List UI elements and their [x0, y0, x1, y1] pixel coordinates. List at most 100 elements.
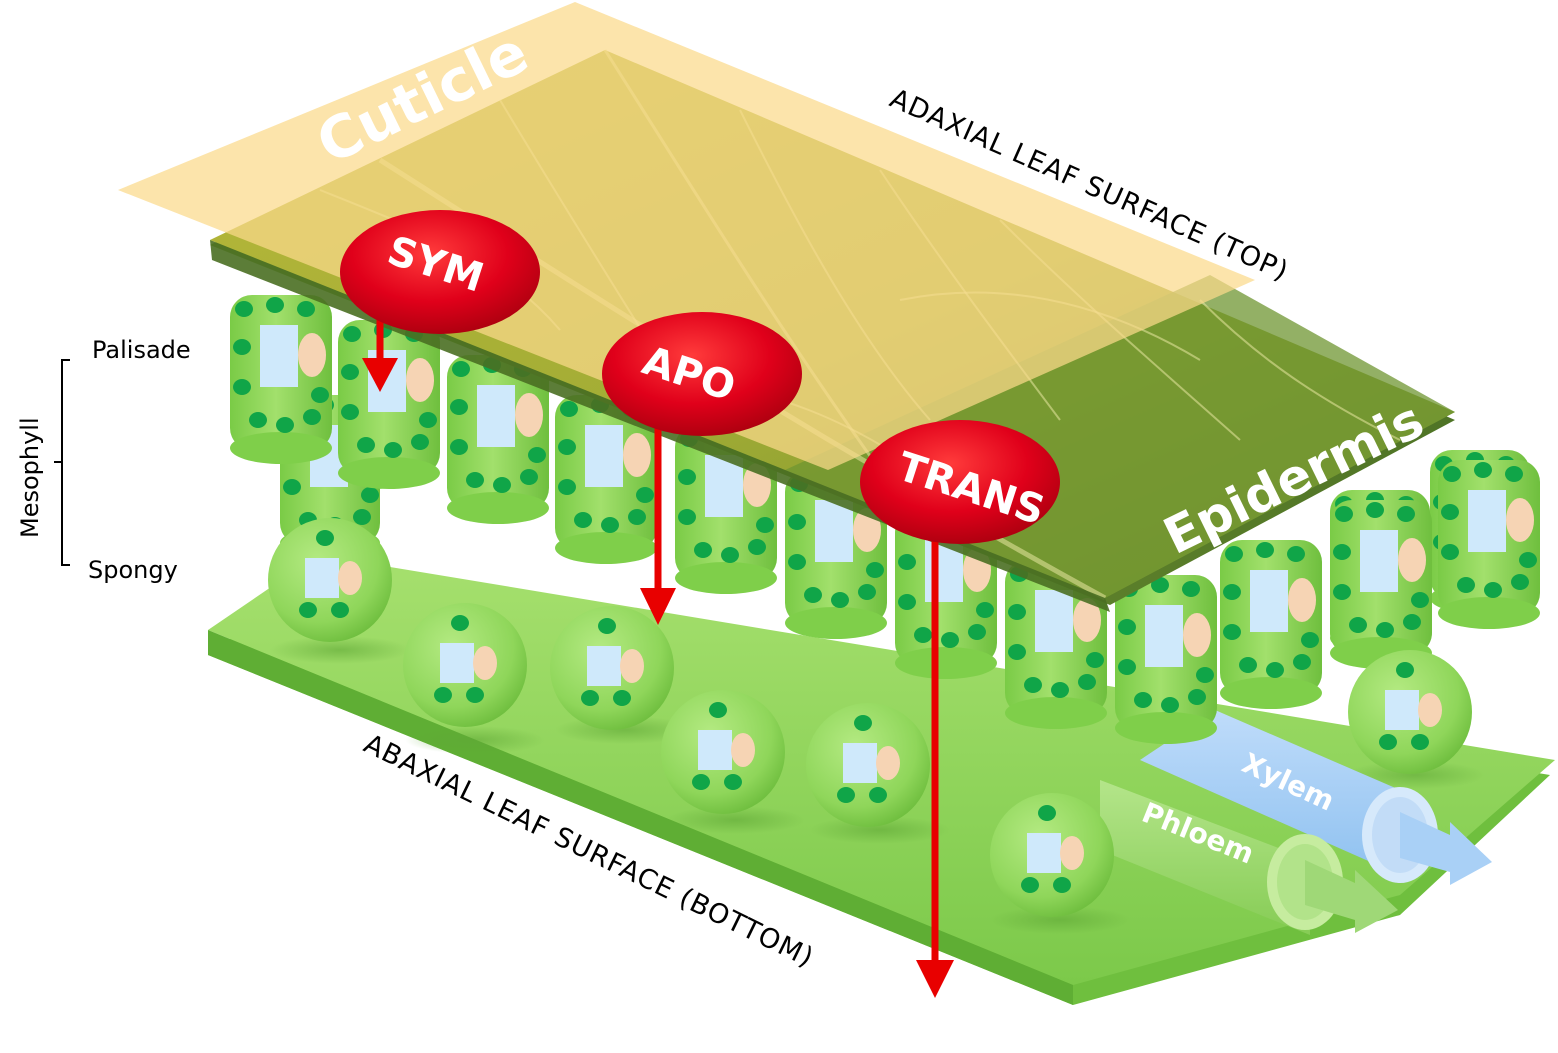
chloroplast [299, 602, 317, 618]
chloroplast [1256, 542, 1274, 558]
chloroplast [1134, 692, 1152, 708]
nucleus [515, 393, 543, 437]
spongy-label: Spongy [88, 556, 178, 584]
vacuole [1385, 690, 1419, 730]
chloroplast [1008, 604, 1026, 620]
chloroplast [560, 401, 578, 417]
chloroplast [581, 690, 599, 706]
chloroplast [1411, 592, 1429, 608]
chloroplast [869, 787, 887, 803]
chloroplast [1519, 552, 1537, 568]
chloroplast [1293, 654, 1311, 670]
chloroplast [1441, 544, 1459, 560]
trans-pathway-oval: TRANS [860, 420, 1060, 544]
spongy-cell [403, 603, 527, 727]
chloroplast [854, 715, 872, 731]
chloroplast [1223, 584, 1241, 600]
vacuole [305, 558, 339, 598]
chloroplast [1333, 544, 1351, 560]
nucleus [298, 333, 326, 377]
palisade-cell [1330, 500, 1432, 669]
nucleus [1073, 598, 1101, 642]
chloroplast [1441, 504, 1459, 520]
nucleus [1418, 693, 1442, 727]
chloroplast [678, 509, 696, 525]
chloroplast [266, 297, 284, 313]
nucleus [338, 561, 362, 595]
chloroplast [384, 442, 402, 458]
chloroplast [1078, 674, 1096, 690]
vacuole [815, 500, 853, 562]
chloroplast [831, 592, 849, 608]
palisade-cell [447, 355, 549, 524]
chloroplast [343, 326, 361, 342]
chloroplast [303, 409, 321, 425]
mesophyll-bracket [54, 359, 70, 566]
chloroplast [558, 439, 576, 455]
chloroplast [233, 339, 251, 355]
nucleus [1060, 836, 1084, 870]
palisade-cell [1115, 575, 1217, 744]
chloroplast [898, 554, 916, 570]
chloroplast [1225, 546, 1243, 562]
vacuole [1145, 605, 1183, 667]
chloroplast [837, 787, 855, 803]
chloroplast [1396, 662, 1414, 678]
xylem-flow-arrow [1400, 812, 1492, 885]
chloroplast [1051, 682, 1069, 698]
vacuole [1035, 590, 1073, 652]
nucleus [1506, 498, 1534, 542]
vacuole [843, 743, 877, 783]
chloroplast [598, 618, 616, 634]
chloroplast [724, 774, 742, 790]
vacuole [477, 385, 515, 447]
palisade-layer [230, 295, 1540, 744]
nucleus [876, 746, 900, 780]
nucleus [731, 733, 755, 767]
chloroplast [276, 417, 294, 433]
nucleus [406, 358, 434, 402]
chloroplast [601, 517, 619, 533]
palisade-cell [1220, 540, 1322, 709]
chloroplast [914, 627, 932, 643]
sym-pathway-oval: SYM [340, 210, 540, 334]
chloroplast [788, 554, 806, 570]
palisade-cell [230, 295, 332, 464]
chloroplast [1443, 466, 1461, 482]
chloroplast [1333, 584, 1351, 600]
spongy-cell [268, 518, 392, 642]
chloroplast [357, 437, 375, 453]
phloem-flow-arrow [1305, 860, 1398, 933]
chloroplast [574, 512, 592, 528]
chloroplast [1008, 644, 1026, 660]
chloroplast [1376, 622, 1394, 638]
chloroplast [721, 547, 739, 563]
spongy-cell [550, 606, 674, 730]
chloroplast [233, 379, 251, 395]
chloroplast [678, 469, 696, 485]
chloroplast [1457, 577, 1475, 593]
chloroplast [941, 632, 959, 648]
chloroplast [968, 624, 986, 640]
spongy-cell [990, 793, 1114, 917]
chloroplast [694, 542, 712, 558]
chloroplast [249, 412, 267, 428]
chloroplast [1335, 506, 1353, 522]
spongy-cell [661, 690, 785, 814]
chloroplast [450, 439, 468, 455]
chloroplast [1397, 506, 1415, 522]
chloroplast [353, 509, 371, 525]
chloroplast [709, 702, 727, 718]
chloroplast [452, 361, 470, 377]
chloroplast [1403, 614, 1421, 630]
chloroplast [1474, 462, 1492, 478]
chloroplast [1188, 689, 1206, 705]
chloroplast [1287, 546, 1305, 562]
chloroplast [788, 514, 806, 530]
chloroplast [297, 301, 315, 317]
chloroplast [1196, 667, 1214, 683]
chloroplast [283, 479, 301, 495]
nucleus [1183, 613, 1211, 657]
chloroplast [466, 472, 484, 488]
